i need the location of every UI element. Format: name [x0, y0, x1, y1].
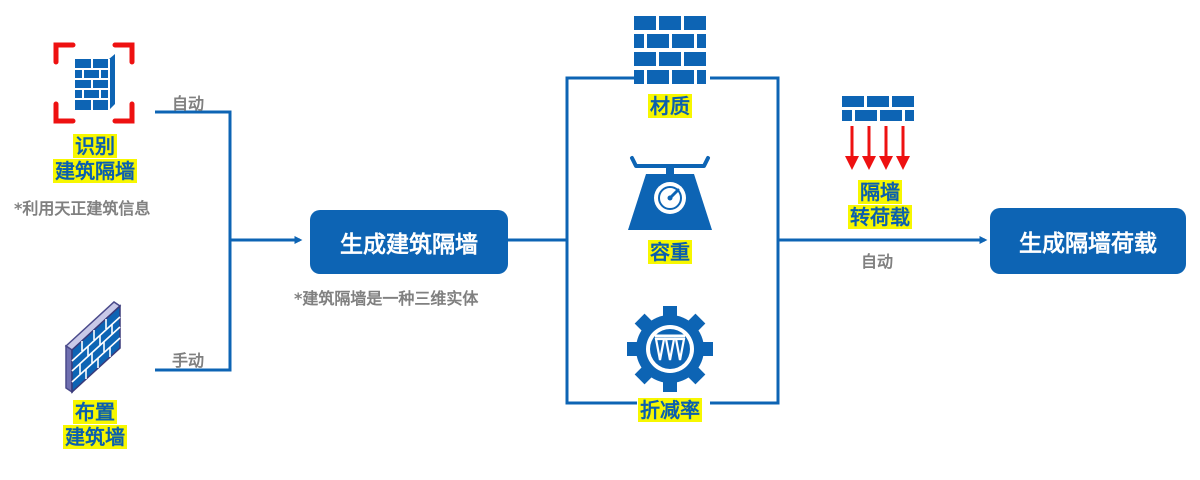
convert-note: 自动 [861, 252, 894, 271]
place-wall-icon [64, 301, 122, 394]
auto-connector [155, 110, 232, 240]
convert-line1: 隔墙 [858, 180, 902, 204]
identify-note: *利用天正建筑信息 [14, 199, 151, 218]
property-material: 材质 [610, 94, 730, 118]
property-reduction: 折减率 [610, 398, 730, 422]
identify-label: 识别 建筑隔墙 [40, 134, 150, 184]
convert-line2: 转荷载 [848, 205, 912, 229]
brick-wall-icon [634, 16, 706, 84]
property-density-label: 容重 [648, 240, 692, 264]
identify-line1: 识别 [73, 134, 117, 158]
manual-connector [155, 240, 232, 372]
property-reduction-label: 折减率 [638, 398, 702, 422]
edge-auto-label: 自动 [172, 94, 205, 113]
generate-load-box: 生成隔墙荷载 [990, 208, 1186, 274]
property-material-label: 材质 [648, 94, 692, 118]
convert-label: 隔墙 转荷载 [820, 180, 940, 230]
gear-reduction-icon [627, 306, 713, 392]
edge-manual-label: 手动 [172, 351, 205, 370]
wall-load-arrows-icon [842, 96, 914, 170]
identify-wall-icon [53, 42, 135, 124]
generate-wall-box: 生成建筑隔墙 [310, 210, 508, 274]
place-label: 布置 建筑墙 [40, 400, 150, 450]
property-density: 容重 [610, 240, 730, 264]
identify-line2: 建筑隔墙 [53, 159, 137, 183]
place-line1: 布置 [73, 400, 117, 424]
generate-wall-note: *建筑隔墙是一种三维实体 [294, 289, 479, 308]
left-bracket [565, 76, 637, 405]
place-line2: 建筑墙 [63, 425, 127, 449]
scale-icon [628, 156, 712, 230]
